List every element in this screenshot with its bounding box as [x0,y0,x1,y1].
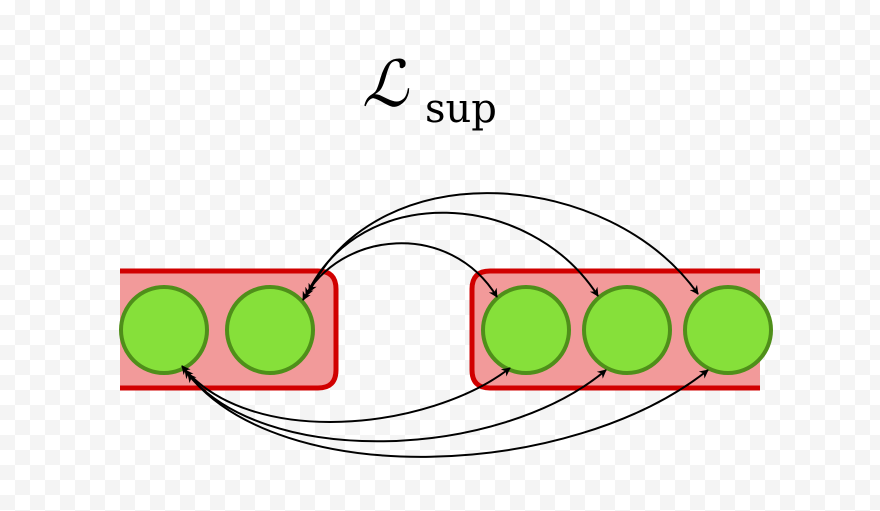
edge-lower-1 [181,365,511,423]
node-left-2 [225,285,315,375]
node-right-1 [481,285,571,375]
node-right-2 [582,285,672,375]
edge-lower-2 [184,369,607,443]
edge-upper-3 [308,192,699,295]
node-right-3 [683,285,773,375]
node-left-1 [119,285,209,375]
title-subscript: sup [425,86,497,132]
edge-upper-1 [302,242,498,301]
edge-lower-3 [187,369,709,458]
upper-edges [302,192,699,301]
title-symbol: ℒ [362,48,410,122]
diagram-title: ℒ sup [362,48,497,132]
lower-edges [181,365,709,458]
